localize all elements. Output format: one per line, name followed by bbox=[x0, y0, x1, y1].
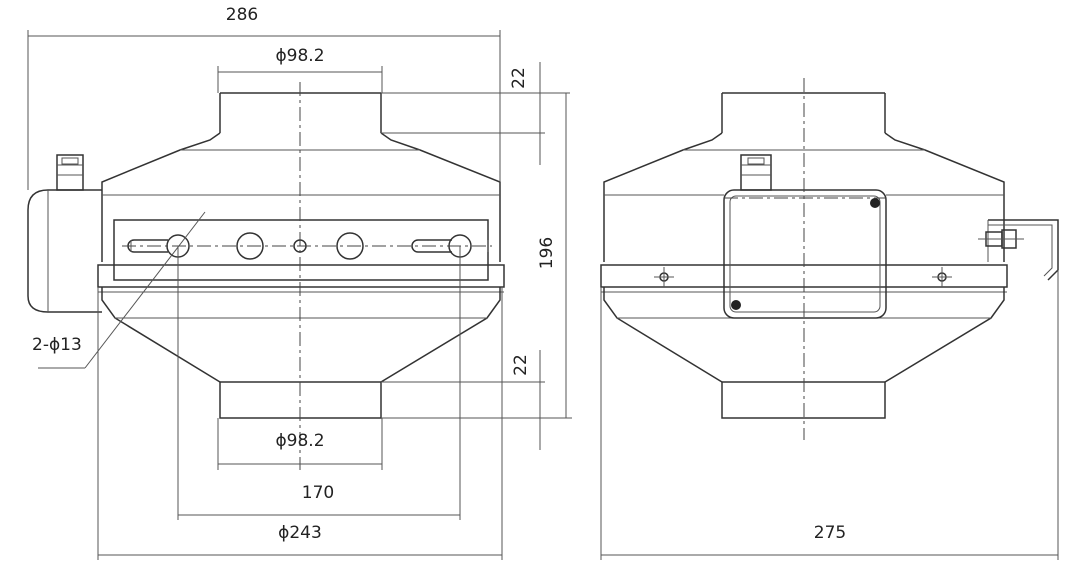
front-cable-gland bbox=[56, 154, 84, 191]
front-mount-plate bbox=[113, 219, 489, 281]
side-view bbox=[600, 78, 1059, 440]
dim-side-width: 275 bbox=[814, 523, 846, 543]
front-top-cone bbox=[101, 132, 501, 262]
front-bottom-cone bbox=[101, 287, 501, 383]
side-dimensions: 275 bbox=[600, 270, 1059, 560]
side-screw-bottom bbox=[731, 300, 741, 310]
hole-center-left bbox=[236, 232, 264, 260]
dim-body-diameter: ϕ243 bbox=[278, 523, 322, 543]
front-view bbox=[27, 82, 505, 470]
slot-right bbox=[411, 239, 452, 253]
front-dimensions: 286 ϕ98.2 22 196 22 ϕ98.2 2-ϕ13 170 bbox=[27, 5, 572, 560]
dim-hole-label: 2-ϕ13 bbox=[32, 335, 82, 355]
front-terminal-box bbox=[27, 189, 102, 313]
side-screw-top bbox=[870, 198, 880, 208]
dim-overall-height: 196 bbox=[537, 237, 557, 269]
dim-mount-spacing: 170 bbox=[302, 483, 334, 503]
side-bracket bbox=[988, 219, 1059, 281]
side-bottom-cone bbox=[603, 287, 1005, 383]
side-terminal-box bbox=[723, 189, 887, 319]
dim-bottom-spigot-height: 22 bbox=[511, 354, 531, 376]
dim-inlet-diameter: ϕ98.2 bbox=[275, 46, 324, 66]
dim-outlet-diameter: ϕ98.2 bbox=[275, 431, 324, 451]
dim-overall-width: 286 bbox=[226, 5, 258, 25]
dim-top-spigot-height: 22 bbox=[509, 67, 529, 89]
front-flange bbox=[97, 264, 505, 288]
side-top-spigot bbox=[721, 92, 886, 133]
hole-center-right bbox=[336, 232, 364, 260]
side-cable-gland bbox=[740, 154, 772, 191]
